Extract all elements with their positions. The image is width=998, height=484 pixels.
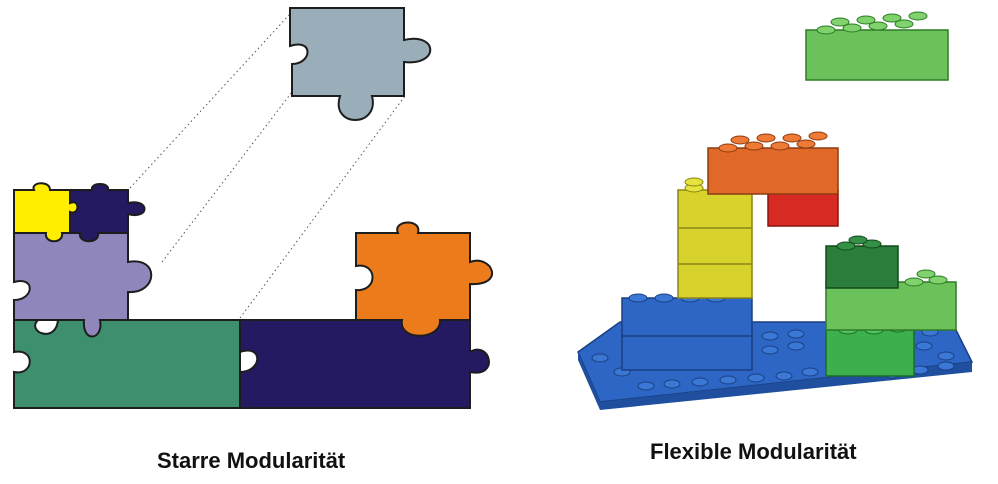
puzzle-piece-yellow xyxy=(13,182,79,243)
caption-rigid-modularity: Starre Modularität xyxy=(157,448,346,473)
puzzle-piece-grey xyxy=(289,7,432,121)
puzzle-piece-orange xyxy=(355,221,493,337)
brick-blue-tall xyxy=(621,293,753,371)
brick-mid-green xyxy=(825,323,915,377)
brick-floating-green xyxy=(805,11,949,81)
lego-bricks-group xyxy=(577,11,974,410)
brick-orange xyxy=(707,131,839,195)
caption-flexible-modularity: Flexible Modularität xyxy=(650,439,857,464)
brick-yellow-stack xyxy=(677,177,753,299)
puzzle-piece-small-navy xyxy=(69,183,146,243)
brick-red xyxy=(767,189,839,227)
puzzle-piece-green xyxy=(13,305,241,409)
jigsaw-puzzle-group xyxy=(13,7,493,409)
brick-dark-green xyxy=(825,235,899,289)
puzzle-piece-navy xyxy=(239,319,490,409)
brick-light-green xyxy=(825,269,957,331)
dotted-guide-lines xyxy=(129,13,406,319)
